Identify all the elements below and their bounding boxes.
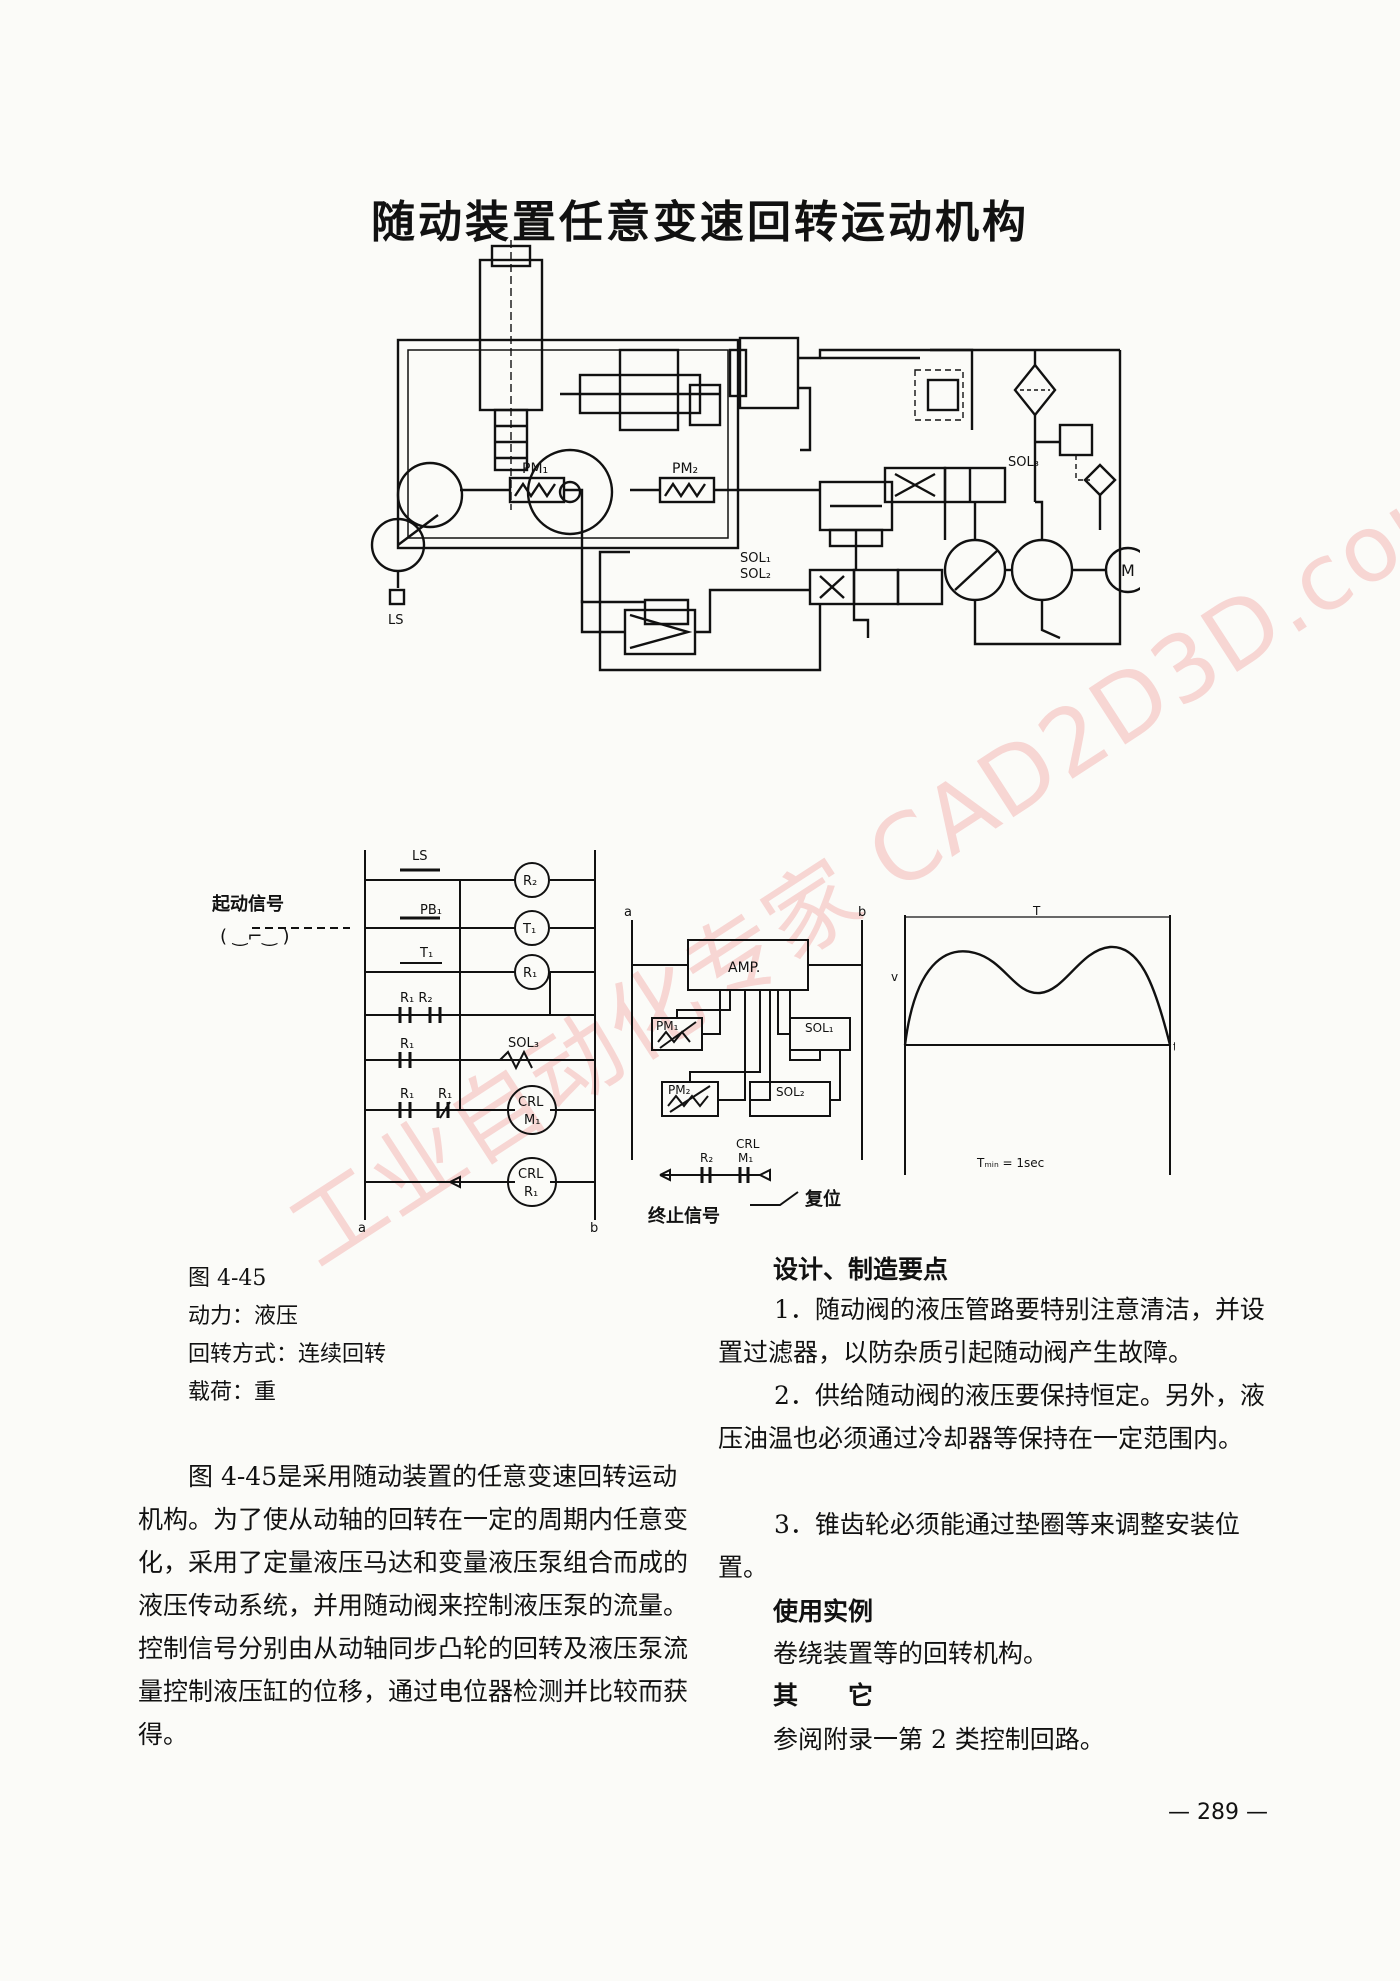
relay-ladder-diagram: 起动信号 ( ‿⌐‿ ) LS PB₁ T₁ R₁ R₂ R₁ SOL₃ R₁ … [211, 849, 598, 1236]
amp-label: AMP. [728, 960, 760, 976]
usage-text: 卷绕装置等的回转机构。 [773, 1639, 1049, 1668]
amp-sol1: SOL₁ [805, 1021, 834, 1035]
usage-heading: 使用实例 [773, 1597, 874, 1626]
other-text: 参阅附录一第 2 类控制回路。 [773, 1725, 1105, 1754]
label-pm1: PM₁ [522, 461, 548, 477]
coil-r1: R₁ [523, 966, 537, 981]
label-ls: LS [412, 849, 428, 864]
label-sol2: SOL₂ [740, 567, 771, 582]
page-number: — 289 — [1168, 1800, 1268, 1825]
label-pb1: PB₁ [420, 903, 442, 918]
gearbox-housing [396, 338, 740, 550]
other-heading: 其 它 [773, 1681, 874, 1710]
node-b: b [858, 905, 866, 920]
page-title: 随动装置任意变速回转运动机构 [371, 197, 1029, 248]
x-axis-label: t [1173, 1040, 1175, 1054]
node-a: a [358, 1221, 366, 1236]
hydraulic-mechanism-diagram: PM₁ PM₂ SOL₁ SOL₂ SOL₃ M LS [370, 240, 1140, 672]
period-label: T [1032, 905, 1041, 918]
label-r1c: R₁ [438, 1087, 452, 1102]
label-sol1: SOL₁ [740, 551, 771, 566]
end-signal-label: 终止信号 [648, 1205, 720, 1227]
node-a: a [624, 905, 632, 920]
label-r1: R₁ [400, 1037, 414, 1052]
design-heading: 设计、制造要点 [773, 1255, 949, 1284]
start-signal-pulse: ( ‿⌐‿ ) [220, 926, 290, 947]
intro-paragraph: 图 4-45是采用随动装置的任意变速回转运动机构。为了使从动轴的回转在一定的周期… [138, 1462, 689, 1749]
amp-m1: M₁ [738, 1151, 753, 1165]
label-sol3: SOL₃ [1008, 455, 1039, 470]
amp-crl: CRL [736, 1137, 760, 1151]
label-r1r2: R₁ R₂ [400, 991, 433, 1006]
reset-label: 复位 [804, 1188, 841, 1210]
coil-crl-m1-bottom: M₁ [524, 1113, 540, 1128]
amplifier-circuit-diagram: a b AMP. PM₁ PM₂ SOL₁ SOL₂ R₂ CRL M₁ 终止信… [624, 905, 866, 1227]
coil-t1: T₁ [522, 922, 536, 937]
label-motor: M [1121, 561, 1135, 580]
period-note: Tₘᵢₙ = 1sec [976, 1156, 1044, 1170]
node-b: b [590, 1221, 598, 1236]
coil-crl-r1-bottom: R₁ [524, 1185, 538, 1200]
coil-crl-r1-top: CRL [518, 1167, 544, 1182]
label-sol3: SOL₃ [508, 1036, 539, 1051]
y-axis-label: v [891, 970, 898, 984]
amp-sol2: SOL₂ [776, 1085, 805, 1099]
power-spec: 动力：液压 [188, 1304, 299, 1329]
label-r1b: R₁ [400, 1087, 414, 1102]
rotation-spec: 回转方式：连续回转 [188, 1342, 387, 1367]
speed-curve-graph: T v t Tₘᵢₙ = 1sec [891, 905, 1175, 1175]
amp-pm1: PM₁ [656, 1019, 679, 1033]
coil-crl-m1-top: CRL [518, 1095, 544, 1110]
figure-number: 图 4-45 [188, 1266, 267, 1291]
label-t1: T₁ [419, 946, 433, 961]
speed-curve [903, 945, 1172, 1046]
figure-meta: 图 4-45 动力：液压 回转方式：连续回转 载荷：重 [188, 1260, 386, 1412]
label-ls: LS [388, 613, 404, 628]
start-signal-label: 起动信号 [211, 893, 284, 915]
label-pm2: PM₂ [672, 461, 698, 477]
design-item-3: 3．锥齿轮必须能通过垫圈等来调整安装位置。 [718, 1510, 1240, 1582]
design-item-2: 2．供给随动阀的液压要保持恒定。另外，液压油温也必须通过冷却器等保持在一定范围内… [718, 1381, 1265, 1453]
amp-pm2: PM₂ [668, 1083, 691, 1097]
amp-r2: R₂ [700, 1151, 713, 1165]
design-item-1: 1．随动阀的液压管路要特别注意清洁，并设置过滤器，以防杂质引起随动阀产生故障。 [718, 1295, 1265, 1367]
coil-r2: R₂ [523, 874, 537, 889]
load-spec: 载荷：重 [188, 1380, 277, 1405]
